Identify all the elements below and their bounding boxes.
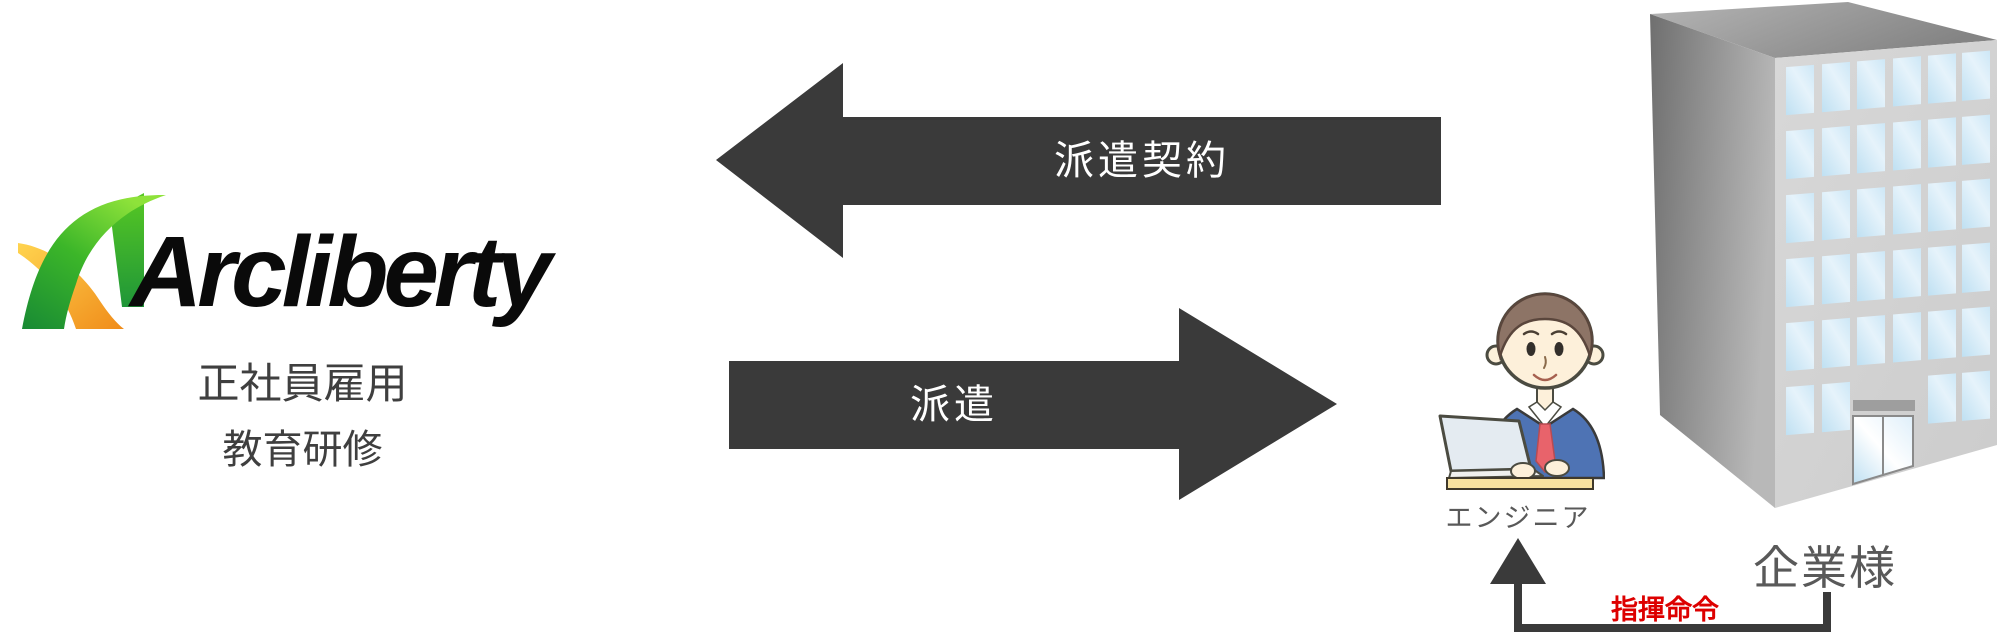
building-entrance-lintel <box>1853 400 1915 411</box>
laptop-screen <box>1438 414 1533 473</box>
engineer-hand-left <box>1510 462 1536 480</box>
dispatch-contract-arrow-label: 派遣契約 <box>1054 139 1230 183</box>
office-building-icon <box>1650 2 1997 508</box>
engineer-hair <box>1496 292 1594 361</box>
building-roof <box>1650 2 1997 58</box>
engineer-label: エンジニア <box>1445 503 1591 533</box>
tagline-line1: 正社員雇用 <box>197 360 408 407</box>
building-side-wall <box>1650 14 1775 508</box>
brand-title: Arcliberty <box>130 216 552 328</box>
command-arrowhead-icon <box>1490 538 1546 584</box>
engineer-hand-right <box>1544 459 1570 477</box>
engineer-eye-left <box>1526 342 1536 356</box>
command-line-horizontal <box>1514 624 1831 632</box>
engineer-eye-right <box>1554 342 1564 356</box>
engineer-brow-left <box>1522 330 1540 336</box>
dispatch-arrow: 派遣 <box>729 308 1337 500</box>
logo-green-leg <box>110 193 144 307</box>
arcliberty-logo-icon <box>18 193 166 329</box>
desk <box>1446 477 1594 490</box>
dispatch-contract-arrow: 派遣契約 <box>716 63 1441 258</box>
engineer-icon <box>1438 292 1605 490</box>
logo-green-swoosh <box>22 194 166 329</box>
dispatch-arrow-label: 派遣 <box>910 383 998 427</box>
command-label: 指揮命令 <box>1611 595 1719 625</box>
engineer-nose <box>1543 356 1547 369</box>
tagline-line2: 教育研修 <box>222 428 383 472</box>
engineer-brow-right <box>1550 330 1568 336</box>
command-line-left-stem <box>1514 582 1522 632</box>
command-line-right-stem <box>1823 592 1831 632</box>
engineer-mouth <box>1532 373 1558 382</box>
company-label: 企業様 <box>1753 542 1897 594</box>
building-windows <box>1786 50 1990 436</box>
